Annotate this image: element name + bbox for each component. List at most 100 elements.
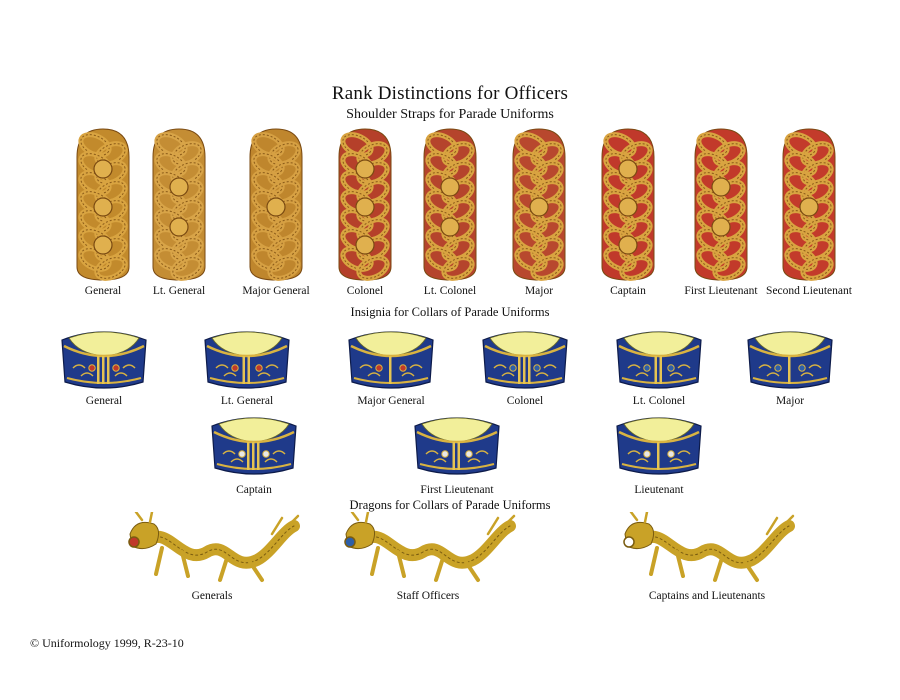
collar-label: Lieutenant xyxy=(634,484,684,496)
shoulder-strap xyxy=(418,127,482,282)
collar-insignia xyxy=(209,412,299,480)
section-title-collar-insignia: Insignia for Collars of Parade Uniforms xyxy=(350,305,550,319)
section-title-dragons: Dragons for Collars of Parade Uniforms xyxy=(349,498,551,512)
collar-insignia xyxy=(480,326,570,394)
braided-strap-icon xyxy=(249,128,303,281)
gem-stone xyxy=(112,364,120,372)
braided-strap-icon xyxy=(782,128,836,281)
gem-stone xyxy=(399,364,407,372)
collar-insignia xyxy=(614,412,704,480)
collar-insignia xyxy=(412,412,502,480)
flaming-pearl xyxy=(623,536,635,548)
gem-stone xyxy=(533,364,541,372)
collar-patch-icon xyxy=(414,417,500,475)
rank-pip xyxy=(618,197,638,217)
rank-pip xyxy=(529,197,549,217)
rank-pip xyxy=(711,177,731,197)
rank-pip xyxy=(169,177,189,197)
collar-label: Lt. Colonel xyxy=(632,395,686,407)
gem-stone xyxy=(375,364,383,372)
braided-strap-icon xyxy=(76,128,130,281)
gem-stone xyxy=(465,450,473,458)
rank-pip xyxy=(618,235,638,255)
copyright-notice: © Uniformology 1999, R-23-10 xyxy=(30,636,184,650)
collar-label: Lt. General xyxy=(220,395,274,407)
braided-strap-icon xyxy=(694,128,748,281)
dragon-label: Staff Officers xyxy=(396,590,460,602)
shoulder-strap xyxy=(333,127,397,282)
rank-pip xyxy=(169,217,189,237)
rank-pip xyxy=(355,159,375,179)
gem-stone xyxy=(643,364,651,372)
collar-label: General xyxy=(85,395,123,407)
collar-insignia xyxy=(745,326,835,394)
collar-label: Captain xyxy=(236,484,272,496)
dragon-label: Generals xyxy=(191,590,233,602)
gem-stone xyxy=(231,364,239,372)
strap-label: Second Lieutenant xyxy=(766,285,852,297)
dragon-icon xyxy=(623,512,795,582)
strap-label: Lt. Colonel xyxy=(423,285,477,297)
dragon-insignia xyxy=(617,512,797,584)
strap-label: General xyxy=(84,285,122,297)
gem-stone xyxy=(255,364,263,372)
collar-patch-icon xyxy=(482,331,568,389)
gem-stone xyxy=(441,450,449,458)
collar-insignia xyxy=(202,326,292,394)
gem-stone xyxy=(88,364,96,372)
flaming-pearl xyxy=(344,536,356,548)
rank-pip xyxy=(355,197,375,217)
shoulder-strap xyxy=(507,127,571,282)
collar-insignia xyxy=(346,326,436,394)
dragon-icon xyxy=(128,512,300,582)
shoulder-strap xyxy=(71,127,135,282)
rank-pip xyxy=(799,197,819,217)
shoulder-strap xyxy=(244,127,308,282)
braided-strap-icon xyxy=(152,128,206,281)
section-title-shoulder-straps: Shoulder Straps for Parade Uniforms xyxy=(346,107,554,122)
page-title: Rank Distinctions for Officers xyxy=(331,83,569,104)
collar-label: Major General xyxy=(357,395,425,407)
gem-stone xyxy=(643,450,651,458)
dragon-insignia xyxy=(338,512,518,584)
braided-strap-icon xyxy=(601,128,655,281)
braided-strap-icon xyxy=(338,128,392,281)
rank-pip xyxy=(266,197,286,217)
rank-pip xyxy=(440,217,460,237)
gem-stone xyxy=(667,364,675,372)
shoulder-strap xyxy=(689,127,753,282)
collar-patch-icon xyxy=(211,417,297,475)
shoulder-strap xyxy=(596,127,660,282)
strap-label: Lt. General xyxy=(152,285,206,297)
collar-patch-icon xyxy=(616,331,702,389)
strap-label: Captain xyxy=(610,285,646,297)
flaming-pearl xyxy=(128,536,140,548)
rank-pip xyxy=(711,217,731,237)
gem-stone xyxy=(238,450,246,458)
collar-patch-icon xyxy=(204,331,290,389)
rank-pip xyxy=(618,159,638,179)
dragon-label: Captains and Lieutenants xyxy=(648,590,766,602)
collar-label: Major xyxy=(775,395,805,407)
strap-label: First Lieutenant xyxy=(684,285,758,297)
rank-pip xyxy=(355,235,375,255)
collar-patch-icon xyxy=(747,331,833,389)
shoulder-strap xyxy=(147,127,211,282)
strap-label: Major xyxy=(524,285,554,297)
collar-patch-icon xyxy=(616,417,702,475)
collar-label: Colonel xyxy=(506,395,544,407)
gem-stone xyxy=(774,364,782,372)
gem-stone xyxy=(798,364,806,372)
gem-stone xyxy=(509,364,517,372)
gem-stone xyxy=(667,450,675,458)
rank-pip xyxy=(93,197,113,217)
gem-stone xyxy=(262,450,270,458)
rank-pip xyxy=(440,177,460,197)
collar-patch-icon xyxy=(61,331,147,389)
collar-label: First Lieutenant xyxy=(420,484,494,496)
strap-label: Major General xyxy=(242,285,310,297)
collar-insignia xyxy=(59,326,149,394)
braided-strap-icon xyxy=(512,128,566,281)
rank-pip xyxy=(93,235,113,255)
collar-patch-icon xyxy=(348,331,434,389)
